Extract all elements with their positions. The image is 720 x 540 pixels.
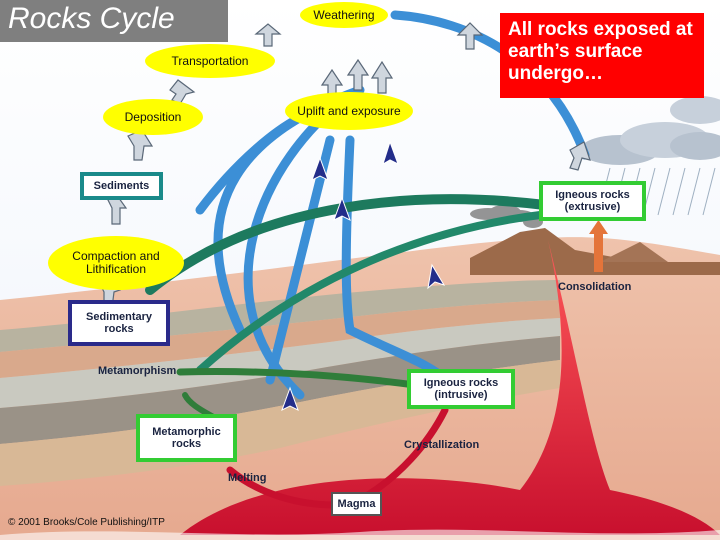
copyright-notice: © 2001 Brooks/Cole Publishing/ITP — [8, 517, 165, 528]
consolidation-label: Consolidation — [558, 281, 632, 293]
title-bar — [0, 0, 228, 42]
igneous-intrusive-box: Igneous rocks (intrusive) — [407, 369, 515, 409]
uplift-oval: Uplift and exposure — [285, 92, 413, 130]
magma-chamber — [180, 240, 720, 535]
rock-layer-band — [0, 318, 560, 408]
sedimentary-rocks-box: Sedimentary rocks — [68, 300, 170, 346]
deposition-oval: Deposition — [103, 99, 203, 135]
crystallization-label: Crystallization — [404, 439, 480, 451]
metamorphic-rocks-box: Metamorphic rocks — [136, 414, 237, 462]
magma-box: Magma — [331, 492, 382, 516]
callout-note: All rocks exposed at earth’s surface und… — [500, 13, 704, 98]
weathering-oval: Weathering — [300, 2, 388, 28]
transportation-oval: Transportation — [145, 44, 275, 78]
melting-label: Melting — [228, 472, 267, 484]
igneous-extrusive-box: Igneous rocks (extrusive) — [539, 181, 646, 221]
arrow-heads — [281, 140, 446, 412]
distant-mountain — [600, 242, 668, 262]
slide-title: Rocks Cycle — [8, 2, 175, 35]
rain-cloud — [580, 96, 720, 216]
volcano — [470, 228, 720, 275]
consolidation-arrow — [589, 220, 608, 272]
sediments-box: Sediments — [80, 172, 163, 200]
page-wave — [0, 529, 720, 540]
compaction-oval: Compaction and Lithification — [48, 236, 184, 290]
metamorphism-label: Metamorphism — [98, 365, 177, 377]
